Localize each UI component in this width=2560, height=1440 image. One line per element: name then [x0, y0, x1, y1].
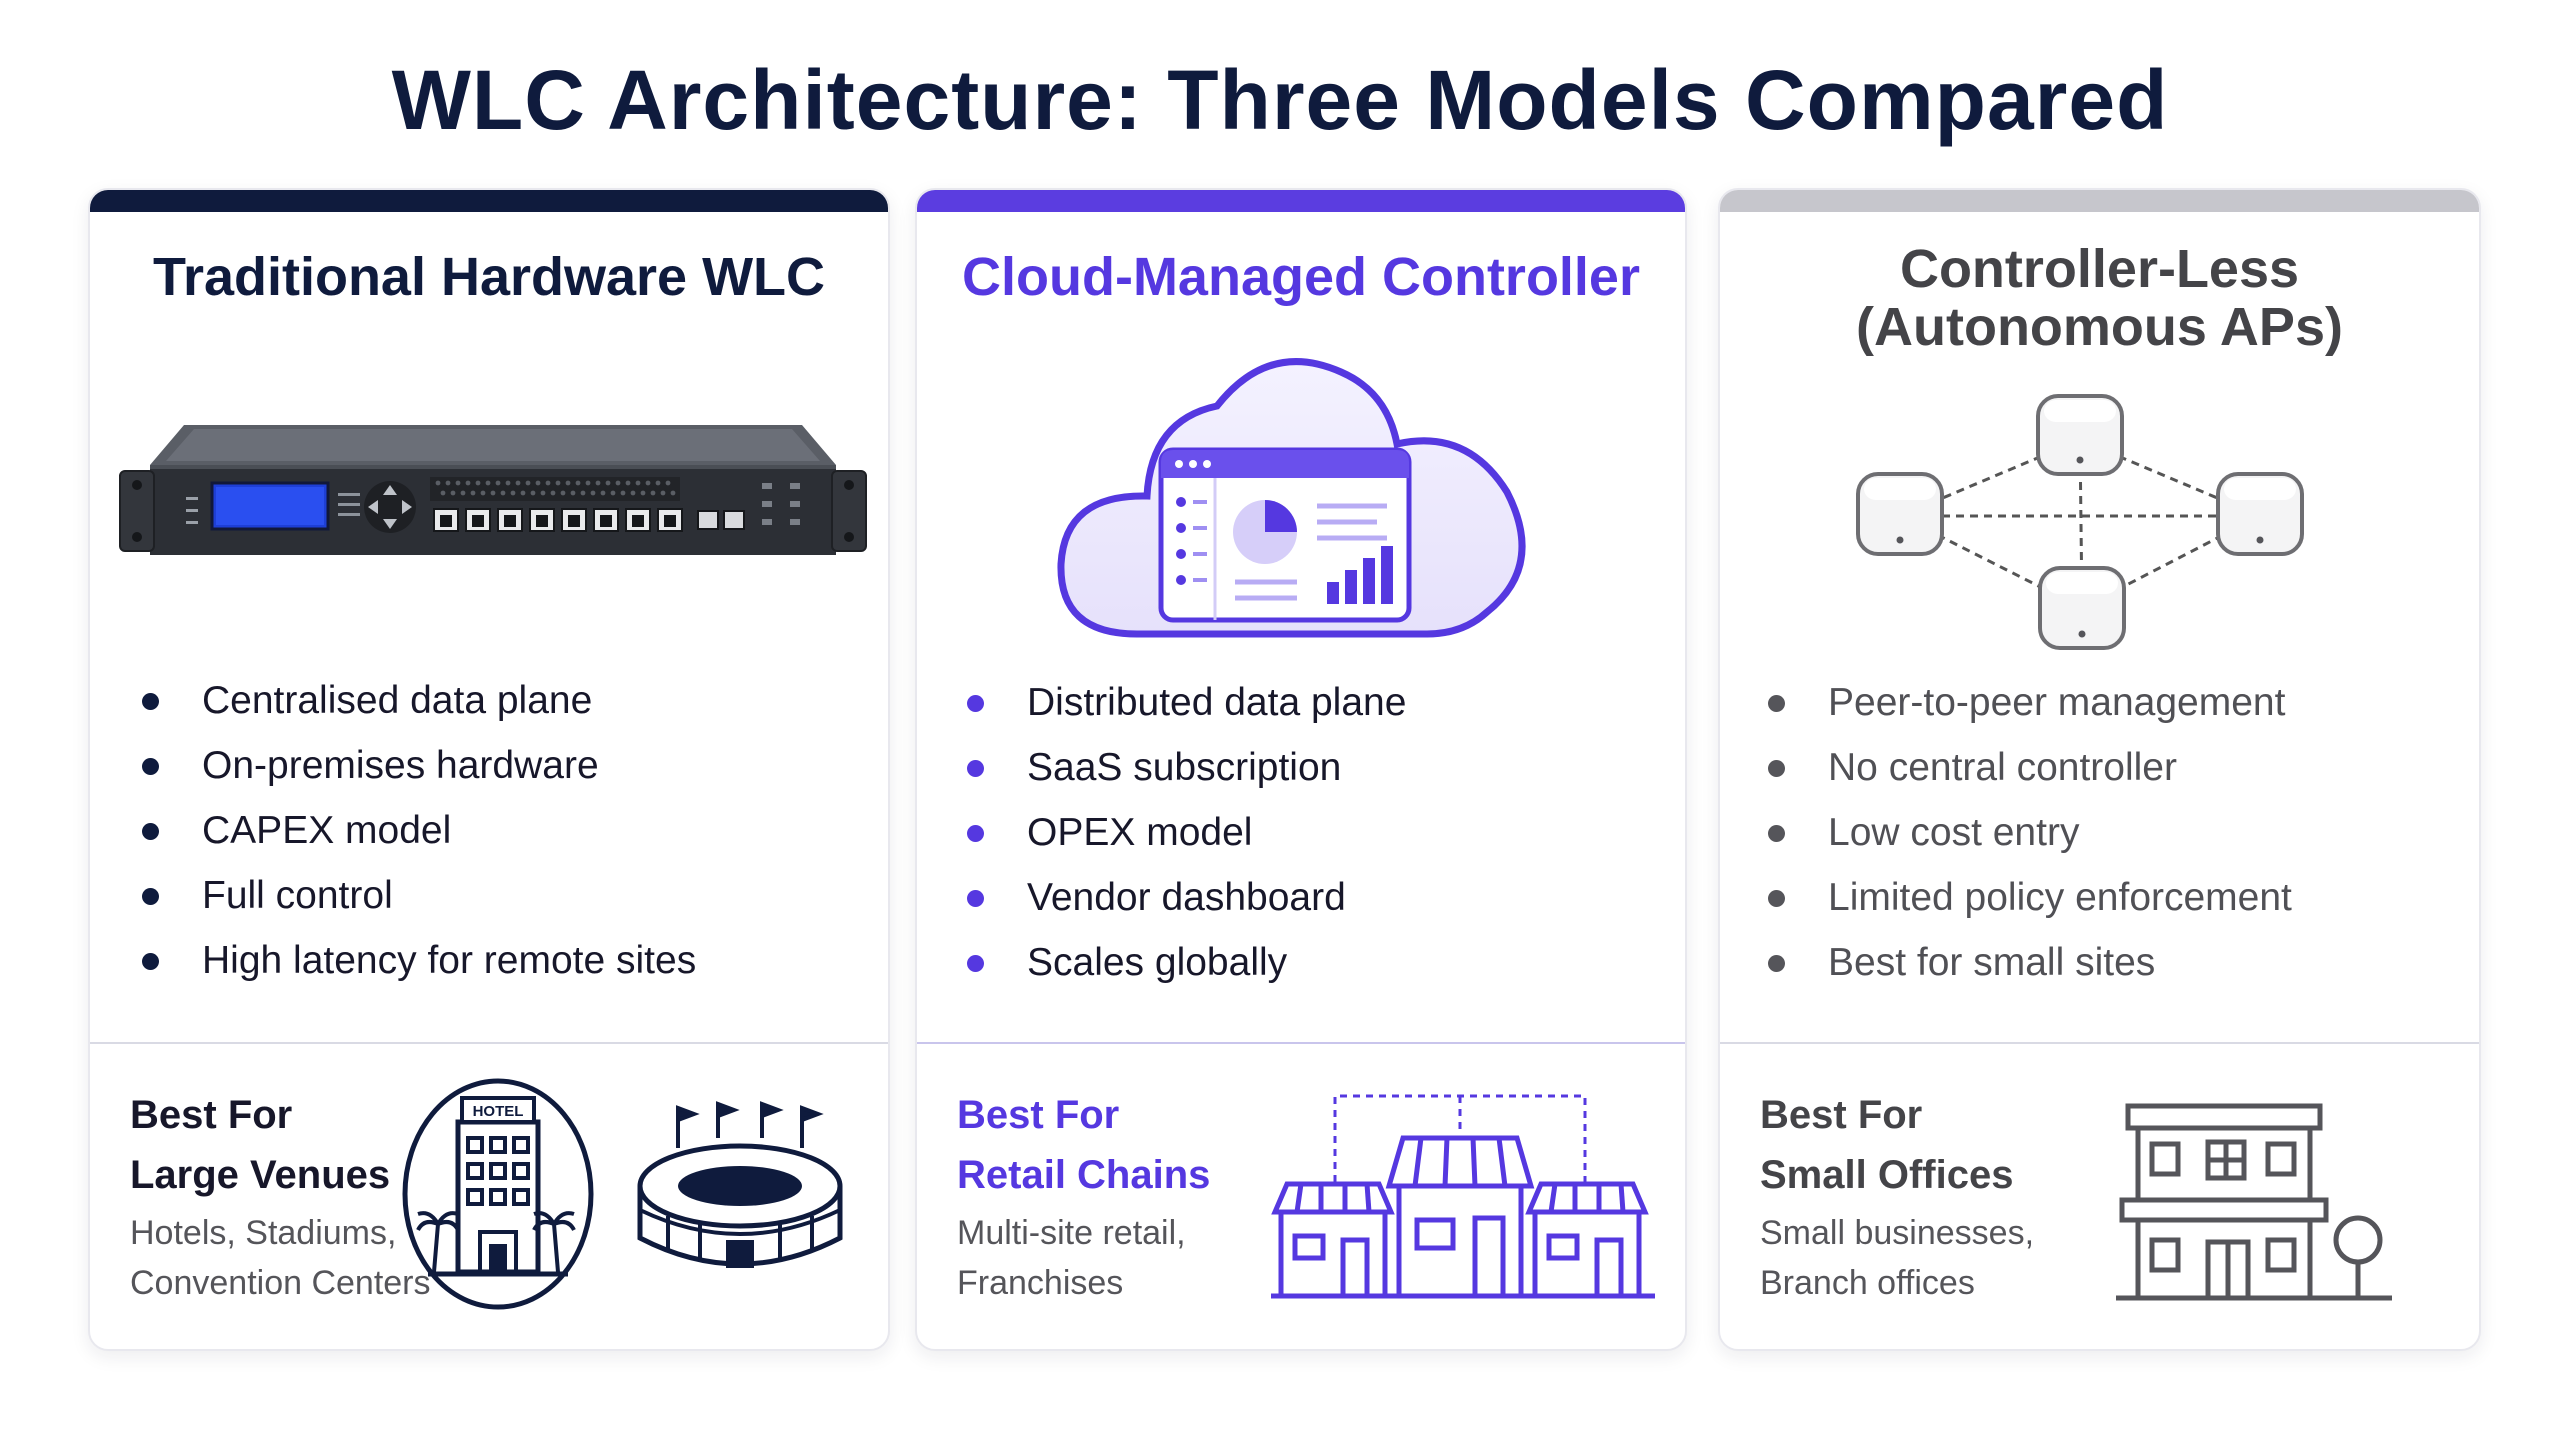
list-item: Centralised data plane	[142, 668, 696, 733]
feature-list: Centralised data plane On-premises hardw…	[142, 668, 696, 993]
cloud-dashboard-icon	[1057, 358, 1526, 638]
card-controller-less: Controller-Less (Autonomous APs)	[1718, 188, 2481, 1351]
list-item: CAPEX model	[142, 798, 696, 863]
list-item: Best for small sites	[1768, 930, 2292, 995]
card-accent-bar	[1720, 190, 2479, 212]
bullet-icon	[967, 695, 984, 712]
card-accent-bar	[917, 190, 1685, 212]
bullet-icon	[967, 760, 984, 777]
card-title: Traditional Hardware WLC	[152, 247, 826, 307]
bullet-icon	[967, 955, 984, 972]
bullet-icon	[142, 953, 159, 970]
hotel-sign-text: HOTEL	[473, 1103, 524, 1120]
card-title: Controller-Less (Autonomous APs)	[1856, 239, 2343, 357]
stadium-icon	[637, 1101, 843, 1268]
page-title: WLC Architecture: Three Models Compared	[391, 53, 2169, 147]
best-for-description: Hotels, Stadiums, Convention Centers	[130, 1214, 431, 1302]
best-for-description: Multi-site retail, Franchises	[957, 1214, 1186, 1302]
feature-list: Distributed data plane SaaS subscription…	[967, 670, 1406, 995]
bullet-icon	[1768, 955, 1785, 972]
feature-list: Peer-to-peer management No central contr…	[1768, 670, 2292, 995]
bullet-icon	[1768, 825, 1785, 842]
retail-stores-icon	[1271, 1094, 1655, 1299]
bullet-icon	[142, 888, 159, 905]
list-item: High latency for remote sites	[142, 928, 696, 993]
list-item: Vendor dashboard	[967, 865, 1406, 930]
mesh-access-points-icon	[1856, 394, 2304, 650]
best-for-label: Best For Small Offices	[1760, 1093, 2014, 1197]
list-item: Scales globally	[967, 930, 1406, 995]
list-item: Distributed data plane	[967, 670, 1406, 735]
bullet-icon	[142, 758, 159, 775]
best-for-description: Small businesses, Branch offices	[1760, 1214, 2035, 1302]
rack-controller-icon	[119, 425, 867, 555]
bullet-icon	[142, 823, 159, 840]
list-item: Peer-to-peer management	[1768, 670, 2292, 735]
best-for-label: Best For Retail Chains	[957, 1093, 1211, 1197]
list-item: SaaS subscription	[967, 735, 1406, 800]
office-building-icon	[2116, 1103, 2392, 1301]
list-item: No central controller	[1768, 735, 2292, 800]
bullet-icon	[142, 693, 159, 710]
list-item: Limited policy enforcement	[1768, 865, 2292, 930]
list-item: OPEX model	[967, 800, 1406, 865]
best-for-label: Best For Large Venues	[130, 1093, 391, 1197]
card-accent-bar	[90, 190, 888, 212]
list-item: Full control	[142, 863, 696, 928]
divider	[1720, 1042, 2479, 1044]
bullet-icon	[967, 890, 984, 907]
list-item: On-premises hardware	[142, 733, 696, 798]
bullet-icon	[1768, 890, 1785, 907]
card-cloud-managed-controller: Cloud-Managed Controller	[915, 188, 1687, 1351]
bullet-icon	[1768, 760, 1785, 777]
bullet-icon	[967, 825, 984, 842]
bullet-icon	[1768, 695, 1785, 712]
list-item: Low cost entry	[1768, 800, 2292, 865]
card-traditional-hardware-wlc: Traditional Hardware WLC	[88, 188, 890, 1351]
hotel-icon: HOTEL	[402, 1078, 594, 1310]
card-title: Cloud-Managed Controller	[962, 247, 1640, 307]
divider	[917, 1042, 1685, 1044]
divider	[90, 1042, 888, 1044]
